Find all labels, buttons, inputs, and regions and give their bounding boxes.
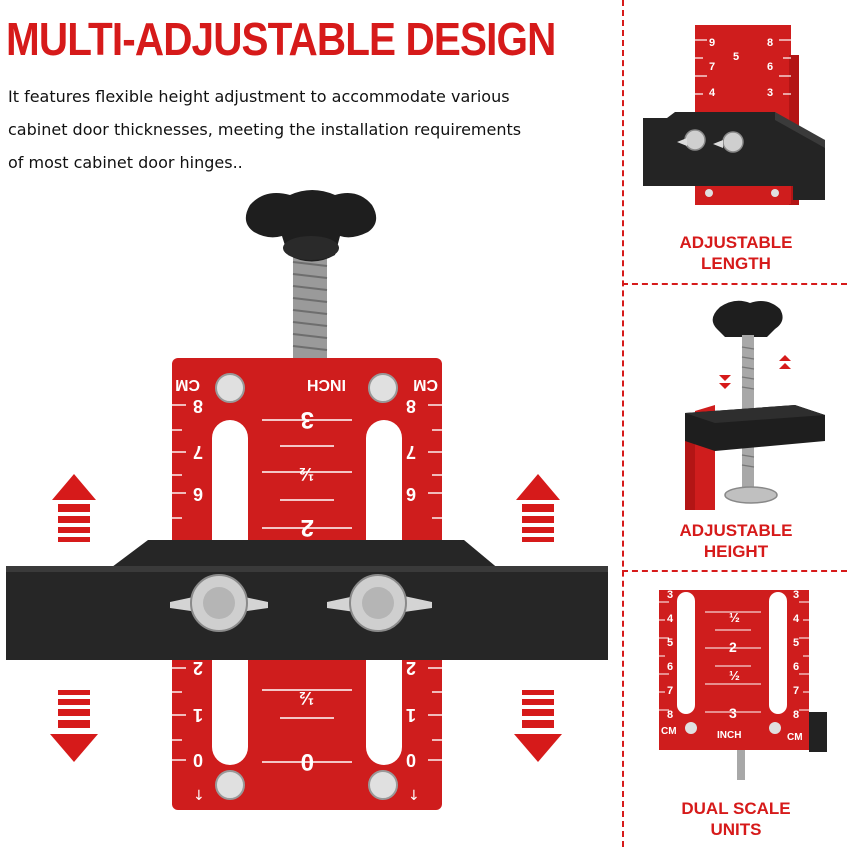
scale-number: 6	[667, 661, 673, 673]
scale-number: 2	[729, 639, 737, 655]
unit-label: INCH	[307, 376, 346, 393]
feature-panel-adjustable-length: 9 8 7 6 5 4 3 ADJUSTABLE LENGTH	[625, 0, 847, 283]
panel-caption-line: ADJUSTABLE	[679, 233, 793, 252]
scale-number: 8	[406, 396, 416, 416]
scale-number: 3	[301, 406, 314, 433]
scale-number: 2	[193, 658, 203, 678]
panel-caption-line: ADJUSTABLE	[679, 521, 793, 540]
black-fence-bar	[6, 540, 608, 660]
panel-caption: ADJUSTABLE HEIGHT	[625, 520, 847, 562]
scale-number: 0	[301, 748, 314, 775]
unit-label: INCH	[717, 730, 741, 741]
arrow-down-icon: ↓	[408, 788, 420, 804]
feature-panel-dual-scale: 3 4 5 6 7 8 3 4 5 6 7 8 ½ 2 ½ 3 CM INCH …	[625, 572, 847, 847]
panel-caption: DUAL SCALE UNITS	[625, 798, 847, 840]
unit-label: CM	[175, 376, 200, 393]
scale-number: 6	[793, 661, 799, 673]
scale-number: 1	[193, 705, 203, 725]
scale-number: ½	[299, 688, 314, 708]
scale-number: 4	[709, 87, 716, 99]
scale-number: 1	[406, 705, 416, 725]
scale-number: 5	[793, 637, 799, 649]
arrow-up-icon	[52, 474, 96, 542]
scale-number: 5	[667, 637, 673, 649]
scale-number: ½	[729, 668, 740, 683]
scale-number: 3	[667, 589, 673, 601]
hinge-jig-illustration: CM INCH CM 8 7 6 2 1 0 8 7 6 2 1 0 3 ½ 2…	[6, 190, 608, 810]
wing-screw-icon	[170, 574, 268, 632]
panel-caption-line: DUAL SCALE	[681, 799, 791, 818]
scale-number: 2	[406, 658, 416, 678]
panel-caption-line: LENGTH	[701, 254, 771, 273]
dual-scale-illustration: 3 4 5 6 7 8 3 4 5 6 7 8 ½ 2 ½ 3 CM INCH …	[659, 589, 827, 780]
wing-screw-icon	[327, 574, 432, 632]
scale-number: 9	[709, 37, 715, 49]
scale-number: 4	[793, 613, 800, 625]
panel-caption: ADJUSTABLE LENGTH	[625, 232, 847, 274]
arrow-down-icon	[50, 690, 98, 762]
scale-number: ½	[729, 610, 740, 625]
star-knob-icon	[245, 190, 377, 360]
description: It features flexible height adjustment t…	[8, 80, 608, 179]
panel-caption-line: UNITS	[710, 820, 762, 839]
scale-number: 8	[793, 709, 799, 721]
scale-number: 0	[193, 750, 203, 770]
scale-number: 2	[301, 514, 314, 541]
scale-number: 6	[193, 484, 203, 504]
panel-caption-line: HEIGHT	[703, 542, 769, 561]
red-scale-plate: CM INCH CM 8 7 6 2 1 0 8 7 6 2 1 0 3 ½ 2…	[172, 358, 442, 810]
description-line: It features flexible height adjustment t…	[8, 87, 510, 106]
column-divider	[622, 0, 624, 847]
panel-divider	[622, 570, 847, 572]
arrow-up-icon	[516, 474, 560, 542]
adjustable-length-illustration: 9 8 7 6 5 4 3	[643, 25, 825, 205]
scale-number: 7	[193, 442, 203, 462]
description-line: of most cabinet door hinges..	[8, 153, 243, 172]
scale-number: 7	[793, 685, 799, 697]
unit-label: CM	[787, 732, 803, 743]
scale-number: 6	[767, 61, 773, 73]
scale-number: 8	[667, 709, 673, 721]
arrow-down-icon	[514, 690, 562, 762]
scale-number: 8	[193, 396, 203, 416]
scale-number: ½	[299, 464, 314, 484]
feature-panel-adjustable-height: ADJUSTABLE HEIGHT	[625, 285, 847, 570]
scale-number: 3	[767, 87, 773, 99]
scale-number: 0	[406, 750, 416, 770]
scale-number: 7	[667, 685, 673, 697]
unit-label: CM	[413, 376, 438, 393]
scale-number: 3	[729, 705, 737, 721]
scale-number: 3	[793, 589, 799, 601]
unit-label: CM	[661, 726, 677, 737]
scale-number: 6	[406, 484, 416, 504]
scale-number: 4	[667, 613, 674, 625]
scale-number: 7	[709, 61, 715, 73]
headline: MULTI-ADJUSTABLE DESIGN	[6, 13, 556, 65]
scale-number: 5	[733, 51, 739, 63]
panel-divider	[622, 283, 847, 285]
description-line: cabinet door thicknesses, meeting the in…	[8, 120, 522, 139]
adjustable-height-illustration	[685, 300, 825, 510]
scale-number: 7	[406, 442, 416, 462]
arrow-down-icon: ↓	[193, 788, 205, 804]
scale-number: 8	[767, 37, 773, 49]
